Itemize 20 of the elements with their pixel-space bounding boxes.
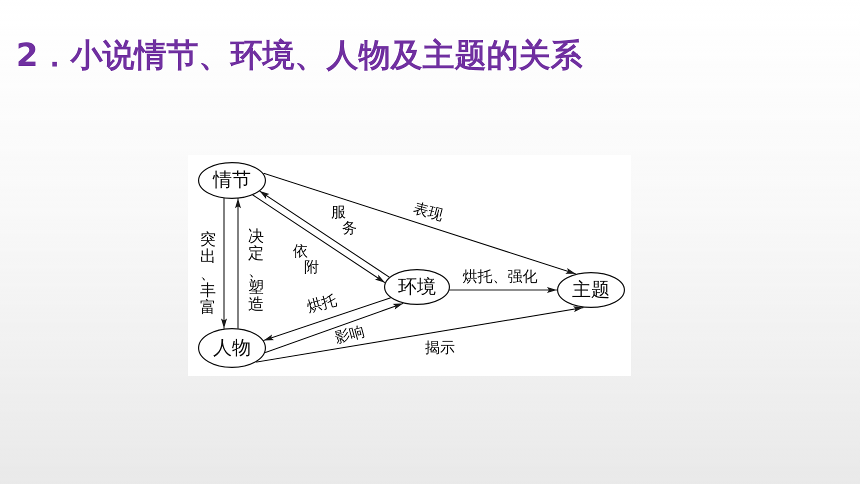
arrow (264, 302, 404, 354)
edge-label: 突出、丰富 (200, 230, 216, 316)
arrow (263, 297, 391, 342)
arrow (259, 190, 390, 278)
arrow (256, 306, 584, 363)
arrow (235, 198, 241, 328)
arrow (252, 194, 386, 284)
ellipse-node: 主题 (557, 272, 625, 308)
edge-label: 服务 (331, 204, 357, 236)
edge-label: 烘托、强化 (462, 270, 538, 284)
edge-label: 揭示 (425, 340, 455, 356)
edge-label: 依附 (293, 243, 319, 275)
ellipse-node: 情节 (198, 162, 266, 198)
edge-label: 决定、塑造 (248, 228, 264, 312)
slide-title: 2．小说情节、环境、人物及主题的关系 (16, 35, 582, 76)
arrow (221, 198, 227, 329)
ellipse-node: 环境 (384, 269, 450, 305)
ellipse-node: 人物 (198, 328, 266, 368)
arrow (450, 287, 557, 293)
arrow (263, 172, 576, 274)
